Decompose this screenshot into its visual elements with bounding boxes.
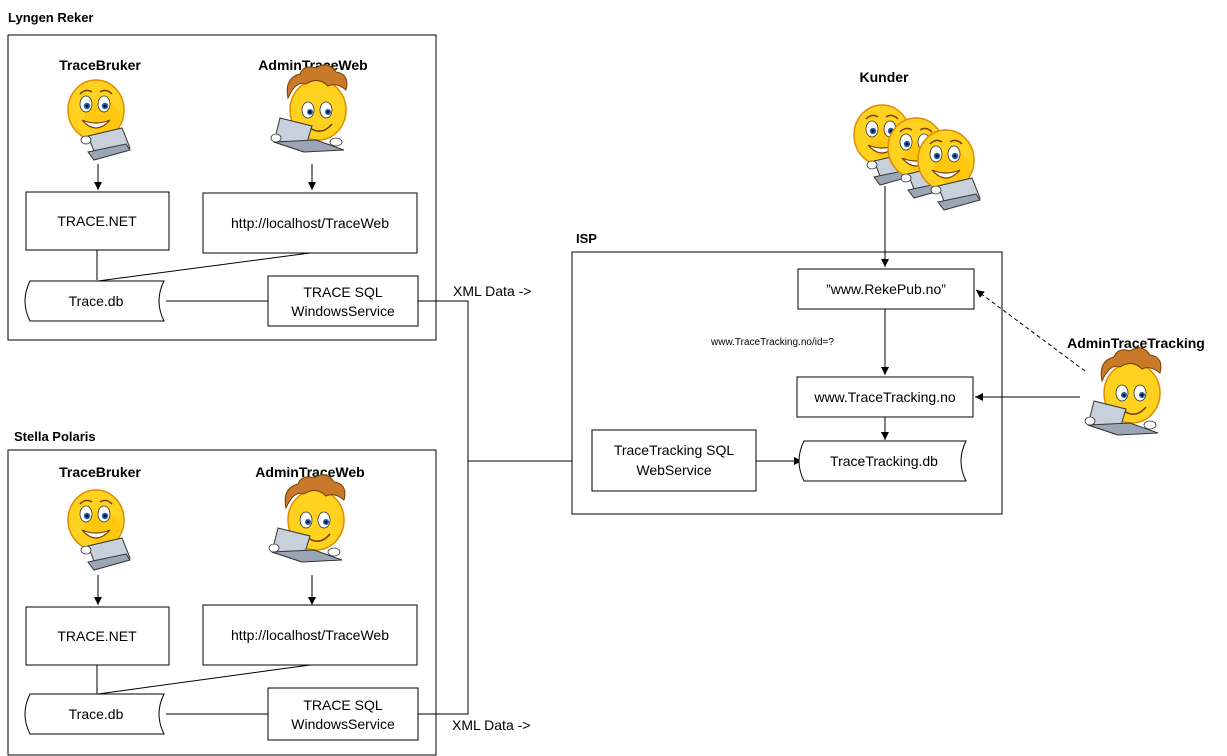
node-trace-db-label-2: Trace.db — [69, 706, 124, 722]
node-trace-sql-service-1 — [267, 275, 419, 327]
node-localhost-2 — [202, 604, 418, 666]
node-tracetracking-web — [796, 376, 974, 418]
node-tracenet-2 — [25, 606, 170, 666]
actor-label-tracebruker-2: TraceBruker — [59, 464, 141, 480]
edge-stella-to-bus — [418, 461, 469, 715]
group-isp: ISP ”www.RekePub.no” www.TraceTracking.n… — [571, 231, 1003, 515]
group-title-isp: ISP — [576, 231, 597, 246]
edge-lyngen-to-bus — [418, 300, 469, 461]
edge-localhost-to-db-2 — [97, 664, 311, 695]
node-trace-sql-line2-1: WindowsService — [291, 303, 395, 319]
actor-admintracetracking: AdminTraceTracking — [975, 289, 1205, 436]
node-tracenet-1 — [25, 191, 170, 251]
node-trace-sql-line1-2: TRACE SQL — [303, 697, 383, 713]
node-tracenet-label-2: TRACE.NET — [57, 628, 137, 644]
customer-smiley-icon — [917, 129, 981, 211]
admin-smiley-icon — [1084, 347, 1162, 436]
node-localhost-label-1: http://localhost/TraceWeb — [231, 215, 389, 231]
actor-label-admintracetracking: AdminTraceTracking — [1067, 335, 1205, 351]
edge-label-xml-data-1: XML Data -> — [453, 283, 531, 299]
node-tt-db-label: TraceTracking.db — [830, 453, 938, 469]
edge-label-xml-data-2: XML Data -> — [452, 717, 530, 733]
node-tt-db — [798, 440, 967, 482]
node-localhost-1 — [202, 192, 418, 254]
node-tt-sql-service — [591, 429, 757, 492]
node-localhost-label-2: http://localhost/TraceWeb — [231, 627, 389, 643]
node-trace-db-label-1: Trace.db — [69, 293, 124, 309]
node-rekepub — [797, 268, 975, 310]
node-trace-sql-line1-1: TRACE SQL — [303, 284, 383, 300]
actor-label-admintraceweb-2: AdminTraceWeb — [255, 464, 364, 480]
group-title-lyngen: Lyngen Reker — [8, 10, 94, 25]
actor-label-admintraceweb-1: AdminTraceWeb — [258, 57, 367, 73]
group-lyngen-reker: Lyngen Reker TraceBruker AdminTraceWeb T… — [7, 10, 437, 341]
node-tracetracking-web-label: www.TraceTracking.no — [813, 389, 956, 405]
node-rekepub-label: ”www.RekePub.no” — [826, 281, 946, 297]
xml-data-connectors: XML Data -> XML Data -> — [418, 283, 592, 733]
edge-label-query-url: www.TraceTracking.no/id=? — [710, 337, 834, 348]
actor-kunder: Kunder — [853, 69, 981, 267]
node-tracenet-label-1: TRACE.NET — [57, 213, 137, 229]
group-title-stella: Stella Polaris — [14, 429, 96, 444]
node-tt-sql-line1: TraceTracking SQL — [614, 442, 735, 458]
node-tt-sql-line2: WebService — [636, 462, 711, 478]
edge-localhost-to-db-1 — [97, 252, 311, 282]
actor-label-kunder: Kunder — [860, 69, 910, 85]
edge-admintt-to-rekepub — [975, 289, 1086, 372]
node-trace-sql-service-2 — [267, 687, 419, 741]
node-trace-sql-line2-2: WindowsService — [291, 716, 395, 732]
actor-label-tracebruker-1: TraceBruker — [59, 57, 141, 73]
group-stella-polaris: Stella Polaris TraceBruker AdminTraceWeb… — [7, 429, 437, 756]
